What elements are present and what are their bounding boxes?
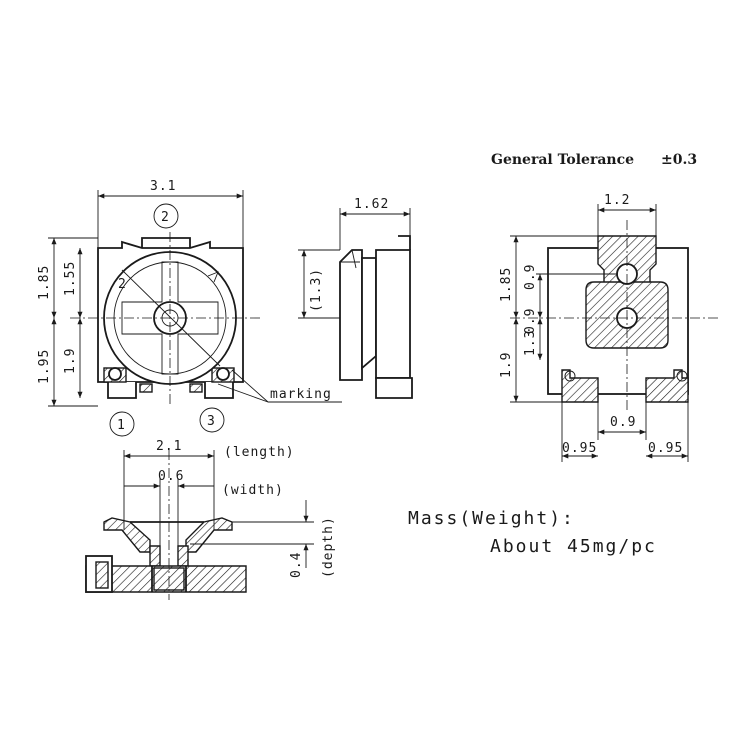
dim-3-1: 3.1 xyxy=(150,179,176,194)
rotor-mark: 2 xyxy=(118,277,127,292)
dim-fp-1-9: 1.9 xyxy=(499,352,514,378)
dim-1-95: 1.95 xyxy=(37,349,52,384)
dim-fp-right-pad: 0.95 xyxy=(648,441,683,456)
marking-label: marking xyxy=(270,387,332,402)
dim-fp-gap: 0.9 xyxy=(610,415,636,430)
side-view: 1.62 (1.3) xyxy=(298,197,413,399)
pin-2-label: 2 xyxy=(161,210,170,225)
dim-fp-0-9: 0.9 xyxy=(523,308,538,334)
dim-1-62: 1.62 xyxy=(354,197,389,212)
dim-1-55: 1.55 xyxy=(63,261,78,296)
mass-value: About 45mg/pc xyxy=(490,536,657,557)
footprint-view: 1.2 1.85 0.9 0.9 1.3 1.9 0.9 0.95 0.95 xyxy=(499,193,720,462)
section-view: 2.1 (length) 0.6 (width) 0.4 (depth) xyxy=(85,439,336,600)
dim-1-85: 1.85 xyxy=(37,265,52,300)
dim-depth-label: (depth) xyxy=(321,516,336,578)
tolerance-label: General Tolerance xyxy=(491,152,634,168)
dim-1-2: 1.2 xyxy=(604,193,630,208)
mass-label: Mass(Weight): xyxy=(408,508,575,529)
dim-1-3-ref: (1.3) xyxy=(309,268,324,312)
dim-length-label: (length) xyxy=(224,445,295,460)
tolerance-value: ±0.3 xyxy=(661,152,697,168)
dim-fp-1-3: 1.3 xyxy=(523,330,538,356)
dim-width-label: (width) xyxy=(222,483,284,498)
dim-length: 2.1 xyxy=(156,439,182,454)
dim-1-9: 1.9 xyxy=(63,348,78,374)
pin-1-label: 1 xyxy=(117,418,126,433)
dim-width: 0.6 xyxy=(158,469,184,484)
dim-depth: 0.4 xyxy=(289,552,304,578)
pin-3-label: 3 xyxy=(207,414,216,429)
front-view: 2 2 1 3 3.1 1.85 1.55 1.95 1.9 marking xyxy=(37,179,342,437)
dim-fp-0-9-hole: 0.9 xyxy=(523,264,538,290)
dim-fp-1-85: 1.85 xyxy=(499,267,514,302)
dim-fp-left-pad: 0.95 xyxy=(562,441,597,456)
